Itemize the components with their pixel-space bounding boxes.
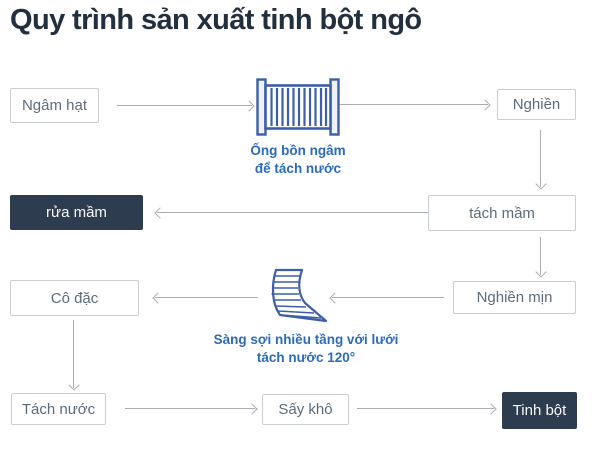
flow-arrow-dewater-to-dry: [125, 402, 258, 415]
node-label: Tinh bột: [512, 402, 567, 419]
node-label: rửa mầm: [46, 204, 107, 221]
node-tach-mam: tách mầm: [428, 195, 576, 231]
page-title: Quy trình sản xuất tinh bột ngô: [10, 4, 422, 36]
flow-arrow-dry-to-starch: [357, 402, 497, 415]
arrowhead-down-icon: [534, 178, 547, 190]
caption-line: tách nước 120°: [256, 349, 356, 365]
node-label: Nghiền: [512, 96, 561, 113]
node-label: Nghiền mịn: [476, 289, 553, 306]
flow-arrow-soak-to-tank: [117, 99, 255, 112]
arrowhead-right-icon: [485, 402, 497, 415]
sieve-icon: [258, 266, 330, 330]
arrowhead-down-icon: [67, 379, 80, 391]
arrowhead-right-icon: [243, 99, 255, 112]
soaking-tank-icon: [255, 77, 341, 137]
node-ngam-hat: Ngâm hạt: [10, 88, 99, 123]
caption-line: Ống bồn ngâm: [250, 143, 346, 158]
caption-soaking-tank: Ống bồn ngâm để tách nước: [218, 142, 378, 177]
flow-arrow-grind-to-separate: [534, 130, 547, 190]
arrowhead-right-icon: [479, 98, 491, 111]
node-say-kho: Sấy khô: [262, 394, 349, 425]
arrowhead-left-icon: [152, 291, 164, 304]
arrowhead-right-icon: [246, 402, 258, 415]
node-label: Ngâm hạt: [21, 97, 88, 114]
node-nghien: Nghiền: [497, 89, 576, 120]
flow-arrow-concentrate-to-dewater: [67, 320, 80, 391]
node-label: Tách nước: [21, 400, 96, 418]
flow-arrow-sieve-to-concentrate: [152, 291, 258, 304]
arrowhead-down-icon: [534, 266, 547, 278]
arrowhead-left-icon: [329, 291, 341, 304]
node-tach-nuoc: Tách nước: [11, 393, 106, 425]
node-label: Cô đặc: [50, 289, 99, 307]
caption-sieve: Sàng sợi nhiều tầng với lưới tách nước 1…: [206, 331, 406, 366]
node-rua-mam: rửa mầm: [10, 195, 143, 230]
flow-arrow-fine-grind-to-sieve: [329, 291, 444, 304]
node-label: tách mầm: [469, 204, 535, 222]
node-nghien-min: Nghiền mịn: [453, 281, 576, 314]
flow-arrow-tank-to-grind: [340, 98, 491, 111]
node-label: Sấy khô: [278, 401, 333, 418]
flow-arrow-separate-to-fine-grind: [534, 237, 547, 278]
flow-arrow-separate-to-wash: [154, 206, 428, 219]
node-tinh-bot: Tinh bột: [502, 392, 577, 429]
node-co-dac: Cô đặc: [10, 280, 139, 316]
caption-line: để tách nước: [254, 160, 342, 176]
caption-line: Sàng sợi nhiều tầng với lưới: [213, 332, 399, 347]
arrowhead-left-icon: [154, 206, 166, 219]
